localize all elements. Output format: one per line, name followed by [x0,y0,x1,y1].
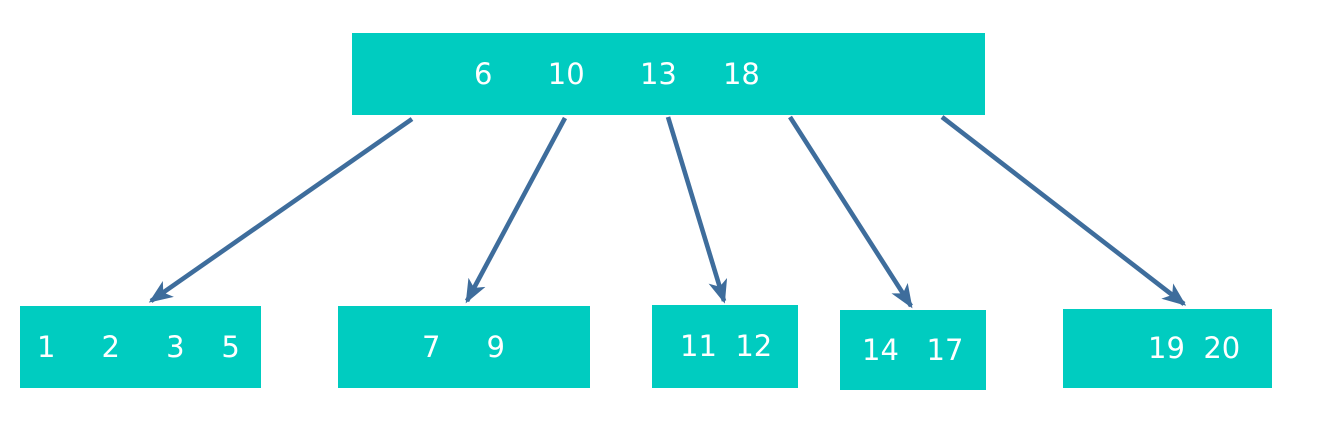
root-node[interactable]: 6 10 13 18 [352,33,985,115]
leaf-node-2-keys: 7 9 [422,329,505,364]
edge-root-to-leaf-2 [464,116,568,304]
leaf-node-3[interactable]: 11 12 [652,305,798,388]
leaf-node-1-keys: 1 2 3 5 [37,329,240,364]
edge-root-to-leaf-1 [148,117,414,303]
leaf-node-4[interactable]: 14 17 [840,310,986,390]
leaf-node-5[interactable]: 19 20 [1063,309,1272,388]
edge-root-to-leaf-5 [940,115,1187,306]
leaf-node-1[interactable]: 1 2 3 5 [20,306,261,388]
leaf-node-5-keys: 19 20 [1148,331,1241,365]
leaf-node-2[interactable]: 7 9 [338,306,590,388]
leaf-node-3-keys: 11 12 [680,329,773,363]
root-node-keys: 6 10 13 18 [474,56,760,91]
edge-root-to-leaf-4 [788,115,913,309]
leaf-node-4-keys: 14 17 [862,332,964,367]
edge-root-to-leaf-3 [665,116,728,304]
